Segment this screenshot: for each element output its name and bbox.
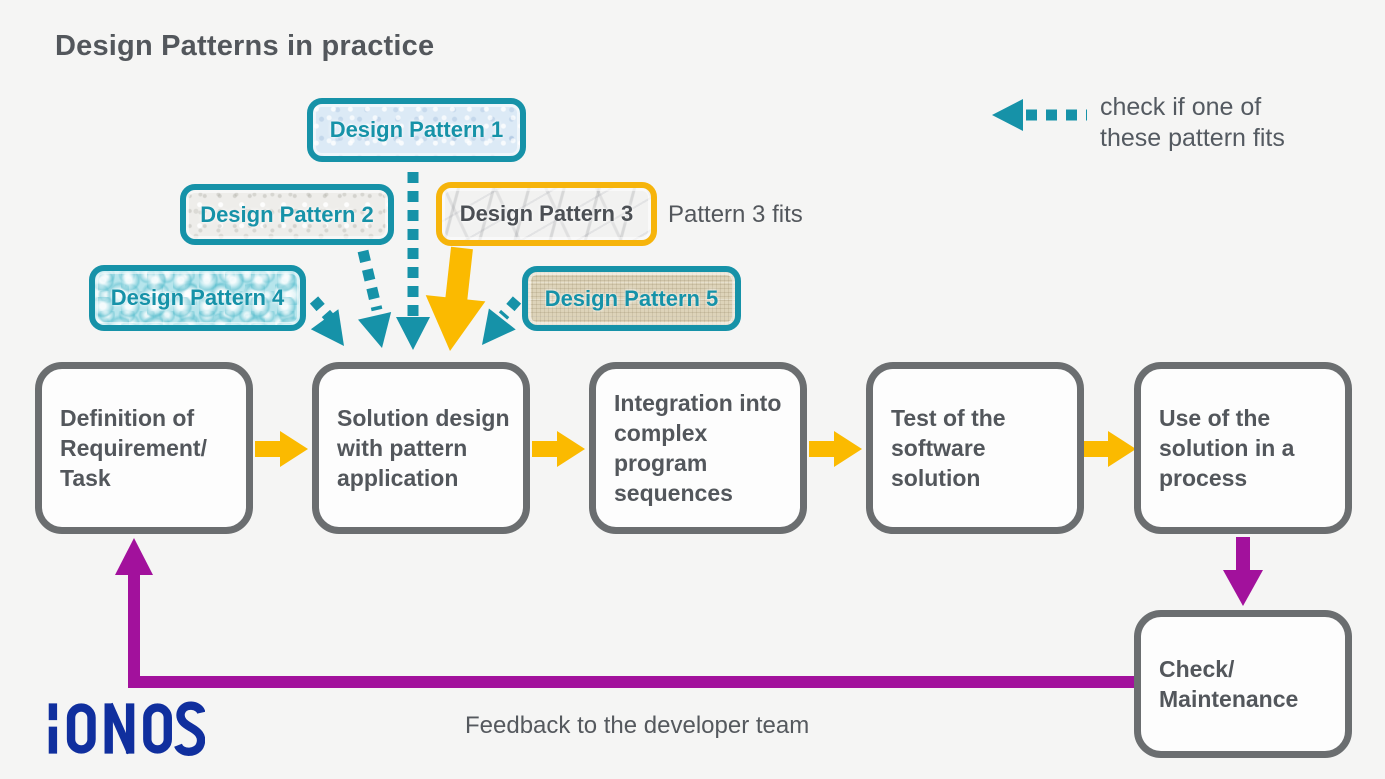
legend-caption-line2: these pattern fits: [1100, 124, 1285, 152]
ionos-logo: [48, 701, 205, 756]
pattern-box-4-label: Design Pattern 4: [110, 285, 285, 310]
flow-box-integration-label: Integration into complex program sequenc…: [614, 390, 782, 506]
pattern-3-fits-note: Pattern 3 fits: [668, 201, 803, 228]
pattern-box-1: Design Pattern 1: [307, 98, 526, 162]
flow-box-solution-design-label: Solution design with pattern application: [337, 405, 510, 491]
flow-box-check-maintenance-label: Check/ Maintenance: [1159, 656, 1299, 712]
legend-caption: check if one of these pattern fits: [1100, 92, 1285, 154]
pattern-box-1-label: Design Pattern 1: [329, 117, 504, 142]
dashed-arrow-from-pattern-2: [357, 249, 392, 348]
flow-box-definition: Definition of Requirement/ Task: [35, 362, 253, 534]
flow-box-test: Test of the software solution: [866, 362, 1084, 534]
pattern-box-3-label: Design Pattern 3: [459, 201, 634, 226]
flow-box-check-maintenance: Check/ Maintenance: [1134, 610, 1352, 758]
flow-box-definition-label: Definition of Requirement/ Task: [60, 405, 207, 491]
pattern-box-5-label: Design Pattern 5: [544, 285, 719, 311]
feedback-caption: Feedback to the developer team: [465, 712, 810, 739]
pattern-box-4: Design Pattern 4: [89, 265, 306, 331]
flow-box-use-label: Use of the solution in a process: [1159, 405, 1295, 491]
page-title: Design Patterns in practice: [55, 30, 435, 62]
dashed-arrow-from-pattern-5: [482, 296, 522, 345]
flow-arrow-3: [809, 431, 862, 467]
pattern-box-3: Design Pattern 3: [436, 182, 657, 246]
legend-caption-line1: check if one of: [1100, 93, 1262, 121]
pattern-box-2: Design Pattern 2: [180, 184, 394, 245]
flow-box-use: Use of the solution in a process: [1134, 362, 1352, 534]
down-arrow-use-to-check: [1223, 537, 1263, 606]
legend-arrow-icon: [992, 99, 1087, 131]
flow-arrow-2: [532, 431, 585, 467]
pattern-box-5: Design Pattern 5: [522, 266, 741, 331]
flow-arrow-4: [1083, 431, 1136, 467]
dashed-arrow-from-pattern-4: [309, 296, 344, 346]
flow-arrow-1: [255, 431, 308, 467]
feedback-loop-arrow: [115, 538, 1134, 688]
pattern-box-2-label: Design Pattern 2: [200, 201, 374, 227]
dashed-arrow-from-pattern-1: [396, 172, 430, 350]
flow-box-solution-design: Solution design with pattern application: [312, 362, 530, 534]
flow-box-integration: Integration into complex program sequenc…: [589, 362, 807, 534]
solid-arrow-from-pattern-3: [425, 246, 486, 351]
flow-box-test-label: Test of the software solution: [891, 405, 1006, 491]
